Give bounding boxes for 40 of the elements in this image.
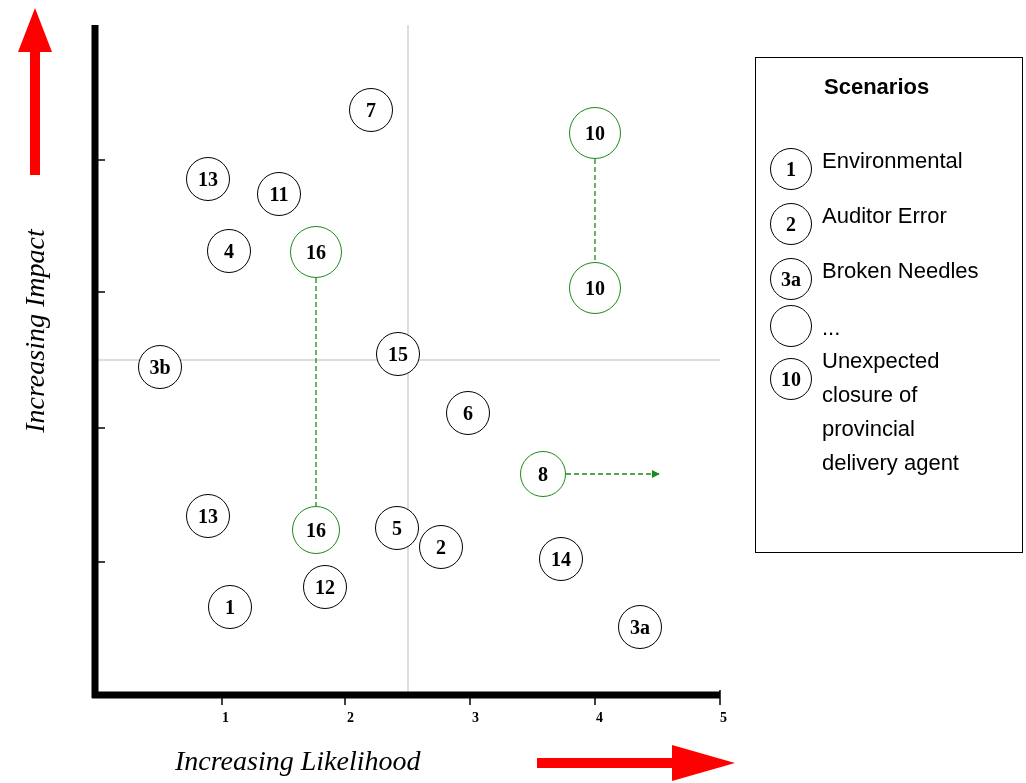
tick-label: 3 [472, 710, 479, 726]
scenario-circle: 3b [138, 345, 182, 389]
scenario-circle: 10 [770, 358, 812, 400]
scenario-circle: 16 [292, 506, 340, 554]
scenario-circle: 4 [207, 229, 251, 273]
scenario-circle: 1 [770, 148, 812, 190]
tick-label: 5 [720, 710, 727, 726]
scenario-circle: 3a [618, 605, 662, 649]
scenario-label: Broken Needles [822, 257, 980, 285]
scenario-circle: 15 [376, 332, 420, 376]
scenario-circle: 13 [186, 494, 230, 538]
scenario-circle: 1 [208, 585, 252, 629]
scenario-circle: 6 [446, 391, 490, 435]
tick-label: 4 [596, 710, 603, 726]
scenario-label: ... [822, 314, 842, 342]
axis-title: Increasing Likelihood [175, 745, 421, 777]
tick-label: 1 [222, 710, 229, 726]
scenario-label: Auditor Error [822, 202, 948, 230]
scenario-label: Environmental [822, 147, 964, 175]
scenario-label: Unexpected closure of provincial delivery agent [822, 347, 960, 477]
scenario-circle: 2 [419, 525, 463, 569]
connector-line [594, 158, 596, 263]
scenario-circle: 3a [770, 258, 812, 300]
legend-title: Scenarios [824, 74, 930, 100]
scenario-circle: 12 [303, 565, 347, 609]
arrow [565, 470, 660, 478]
scenario-circle: 10 [569, 262, 621, 314]
scenario-circle: 7 [349, 88, 393, 132]
scenario-circle: 11 [257, 172, 301, 216]
scenario-circle: 5 [375, 506, 419, 550]
scenario-circle: 16 [290, 226, 342, 278]
scenario-circle: 2 [770, 203, 812, 245]
connector-line [315, 277, 317, 507]
tick-label: 2 [347, 710, 354, 726]
axis-title: Increasing Impact [19, 228, 51, 435]
scenario-circle: 10 [569, 107, 621, 159]
scenario-circle: 14 [539, 537, 583, 581]
legend-panel [755, 57, 1023, 553]
scenario-circle: 13 [186, 157, 230, 201]
scenario-circle: 8 [520, 451, 566, 497]
